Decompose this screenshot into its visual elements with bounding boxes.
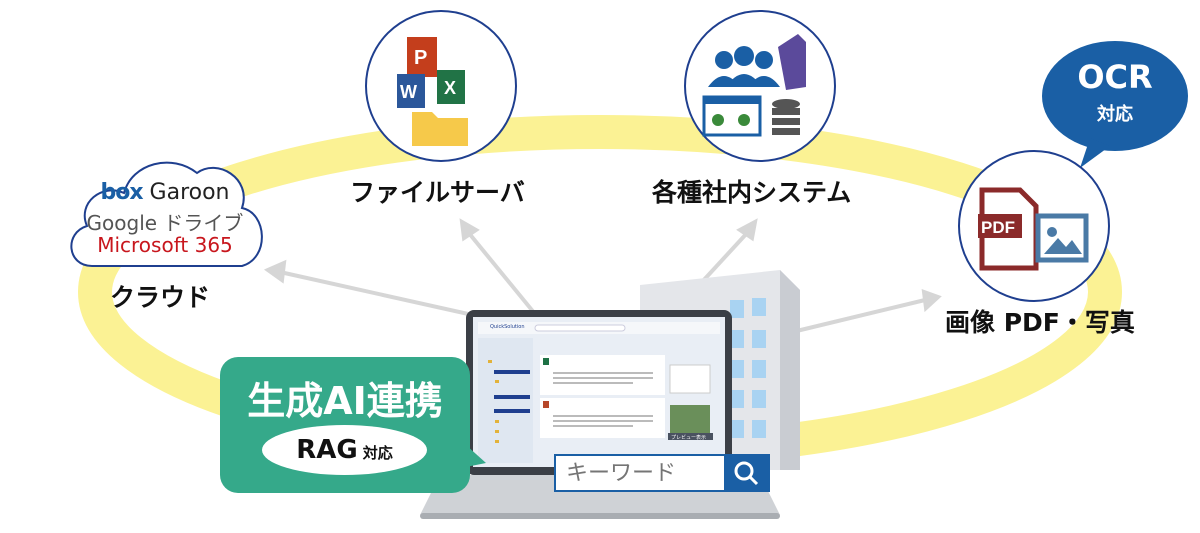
box-logo: box <box>100 180 143 205</box>
cloud-label: クラウド <box>102 278 219 318</box>
powerpoint-icon <box>407 37 437 77</box>
svg-text:X: X <box>444 78 456 98</box>
ocr-subtitle: 対応 <box>1097 104 1133 125</box>
ocr-bubble <box>1042 41 1188 168</box>
internal-systems-label: 各種社内システム <box>644 173 860 213</box>
binder-icon <box>778 34 806 90</box>
file-server-circle: P W X <box>365 10 517 162</box>
image-icon <box>1035 213 1089 263</box>
cloud-icon <box>70 161 263 267</box>
users-icon <box>708 46 780 87</box>
svg-text:W: W <box>400 82 417 102</box>
preview-button[interactable]: プレビュー表示 <box>671 435 707 441</box>
app-screen-mock <box>478 322 720 463</box>
cloud-services-row1: box Garoon <box>65 180 265 205</box>
internal-systems-circle <box>684 10 836 162</box>
web-window-icon <box>702 95 762 137</box>
rag-text: RAG <box>296 435 358 465</box>
ocr-title: OCR <box>1077 58 1153 96</box>
excel-icon <box>437 70 465 104</box>
search-input[interactable] <box>556 456 724 490</box>
ai-title: 生成AI連携 <box>247 379 443 423</box>
file-server-label: ファイルサーバ <box>342 173 533 213</box>
arrows <box>263 218 942 337</box>
arrow-to-file-server <box>466 230 542 322</box>
app-brand: QuickSolution <box>490 324 525 330</box>
rag-badge: RAG 対応 <box>262 425 427 475</box>
google-drive-text: Google ドライブ <box>86 211 244 235</box>
word-icon <box>397 74 425 108</box>
office-files-icon: P W X <box>397 37 468 146</box>
rag-suffix: 対応 <box>362 444 393 462</box>
svg-text:P: P <box>414 47 427 69</box>
search-button[interactable] <box>724 456 768 490</box>
microsoft-365-text: Microsoft 365 <box>97 233 233 257</box>
search-bar <box>554 454 770 492</box>
images-circle: PDF <box>958 150 1110 302</box>
svg-text:PDF: PDF <box>981 218 1015 237</box>
garoon-text: Garoon <box>149 180 230 205</box>
arrow-to-images <box>779 298 926 337</box>
search-icon <box>734 461 759 486</box>
images-label: 画像 PDF・写真 <box>937 303 1143 343</box>
folder-icon <box>412 112 468 146</box>
database-icon <box>772 99 800 135</box>
